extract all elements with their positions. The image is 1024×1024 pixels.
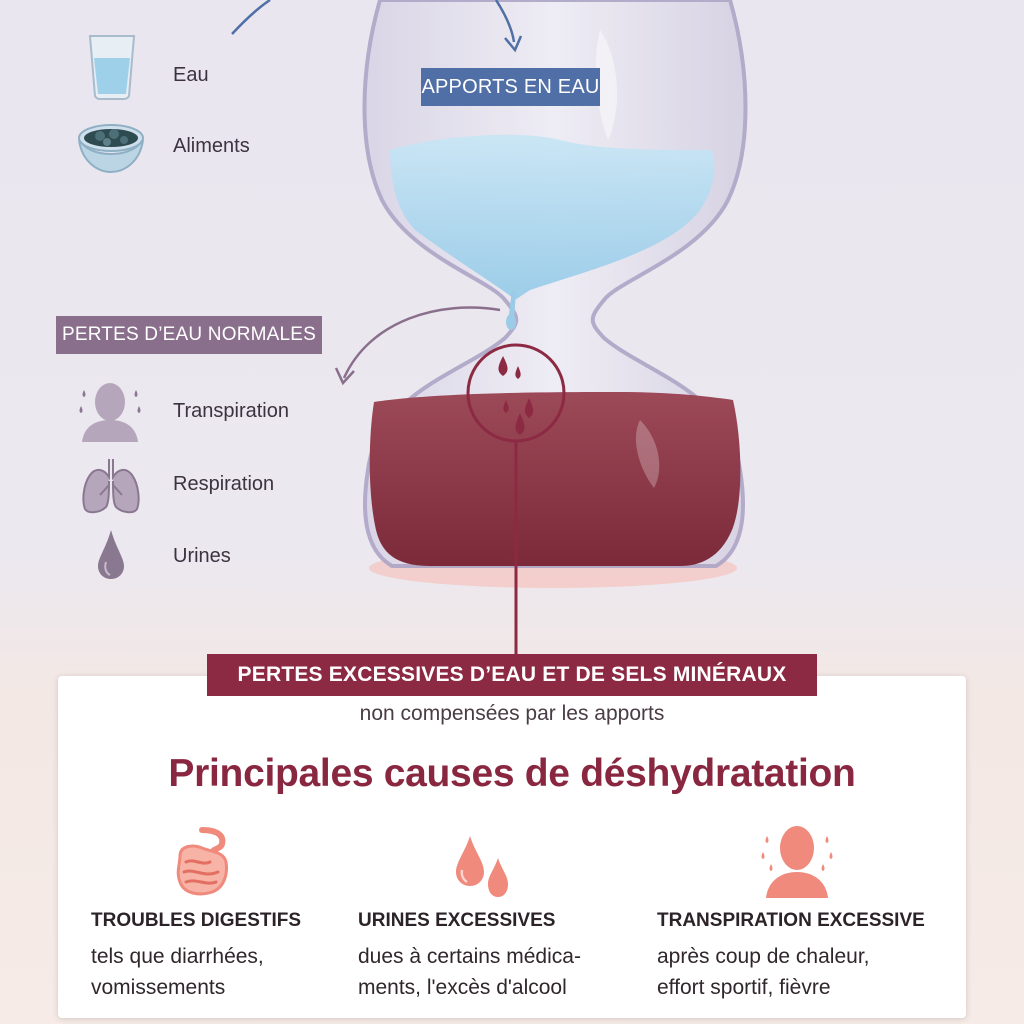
intestine-icon <box>176 827 228 896</box>
cause-title-digestifs: TROUBLES DIGESTIFS <box>91 910 302 931</box>
water-glass-icon <box>88 35 136 100</box>
apports-arrow <box>494 0 516 43</box>
cause-desc-transpiration: après coup de chaleur, effort sportif, f… <box>657 941 869 1003</box>
apports-item-aliments: Aliments <box>173 135 250 157</box>
cause-desc-digestifs-line2: vomissements <box>91 976 226 999</box>
food-bowl-icon <box>78 124 144 174</box>
sweat-head-icon <box>761 826 833 898</box>
pertes-item-transpiration: Transpiration <box>173 400 289 422</box>
cause-desc-urines-line2: ments, l'excès d'alcool <box>358 976 567 999</box>
upper-water <box>390 134 715 300</box>
cause-title-urines: URINES EXCESSIVES <box>358 910 556 931</box>
lower-liquid <box>369 392 741 566</box>
sweating-head-icon <box>79 383 141 442</box>
apports-item-eau: Eau <box>173 64 209 86</box>
causes-title: Principales causes de déshydratation <box>168 752 856 795</box>
pertes-item-urines: Urines <box>173 545 231 567</box>
lungs-icon <box>82 459 140 514</box>
apports-arrow-left <box>231 0 271 35</box>
falling-drop <box>506 314 516 330</box>
apports-badge: APPORTS EN EAU <box>421 68 600 106</box>
pertes-arrow <box>342 306 501 379</box>
circle-drops <box>498 356 534 435</box>
glass-highlight-upper <box>595 30 618 140</box>
cause-desc-digestifs-line1: tels que diarrhées, <box>91 945 264 968</box>
cause-desc-urines-line1: dues à certains médica- <box>358 945 581 968</box>
excess-losses-badge: PERTES EXCESSIVES D’EAU ET DE SELS MINÉR… <box>207 654 817 696</box>
cause-title-transpiration: TRANSPIRATION EXCESSIVE <box>657 910 925 931</box>
pertes-item-respiration: Respiration <box>173 473 275 495</box>
pertes-arrow-head <box>334 367 355 386</box>
drop-icon <box>98 530 124 579</box>
cause-desc-transpiration-line1: après coup de chaleur, <box>657 945 870 968</box>
cause-desc-digestifs: tels que diarrhées, vomissements <box>91 941 264 1003</box>
pertes-normales-badge: PERTES D’EAU NORMALES <box>56 316 322 354</box>
glass-highlight <box>635 420 660 488</box>
excess-subtitle: non compensées par les apports <box>359 702 665 725</box>
cause-desc-urines: dues à certains médica- ments, l'excès d… <box>358 941 581 1003</box>
urine-drops-icon <box>456 836 508 897</box>
causes-card <box>58 676 966 1018</box>
cause-desc-transpiration-line2: effort sportif, fièvre <box>657 976 831 999</box>
apports-arrow-head <box>504 35 523 53</box>
